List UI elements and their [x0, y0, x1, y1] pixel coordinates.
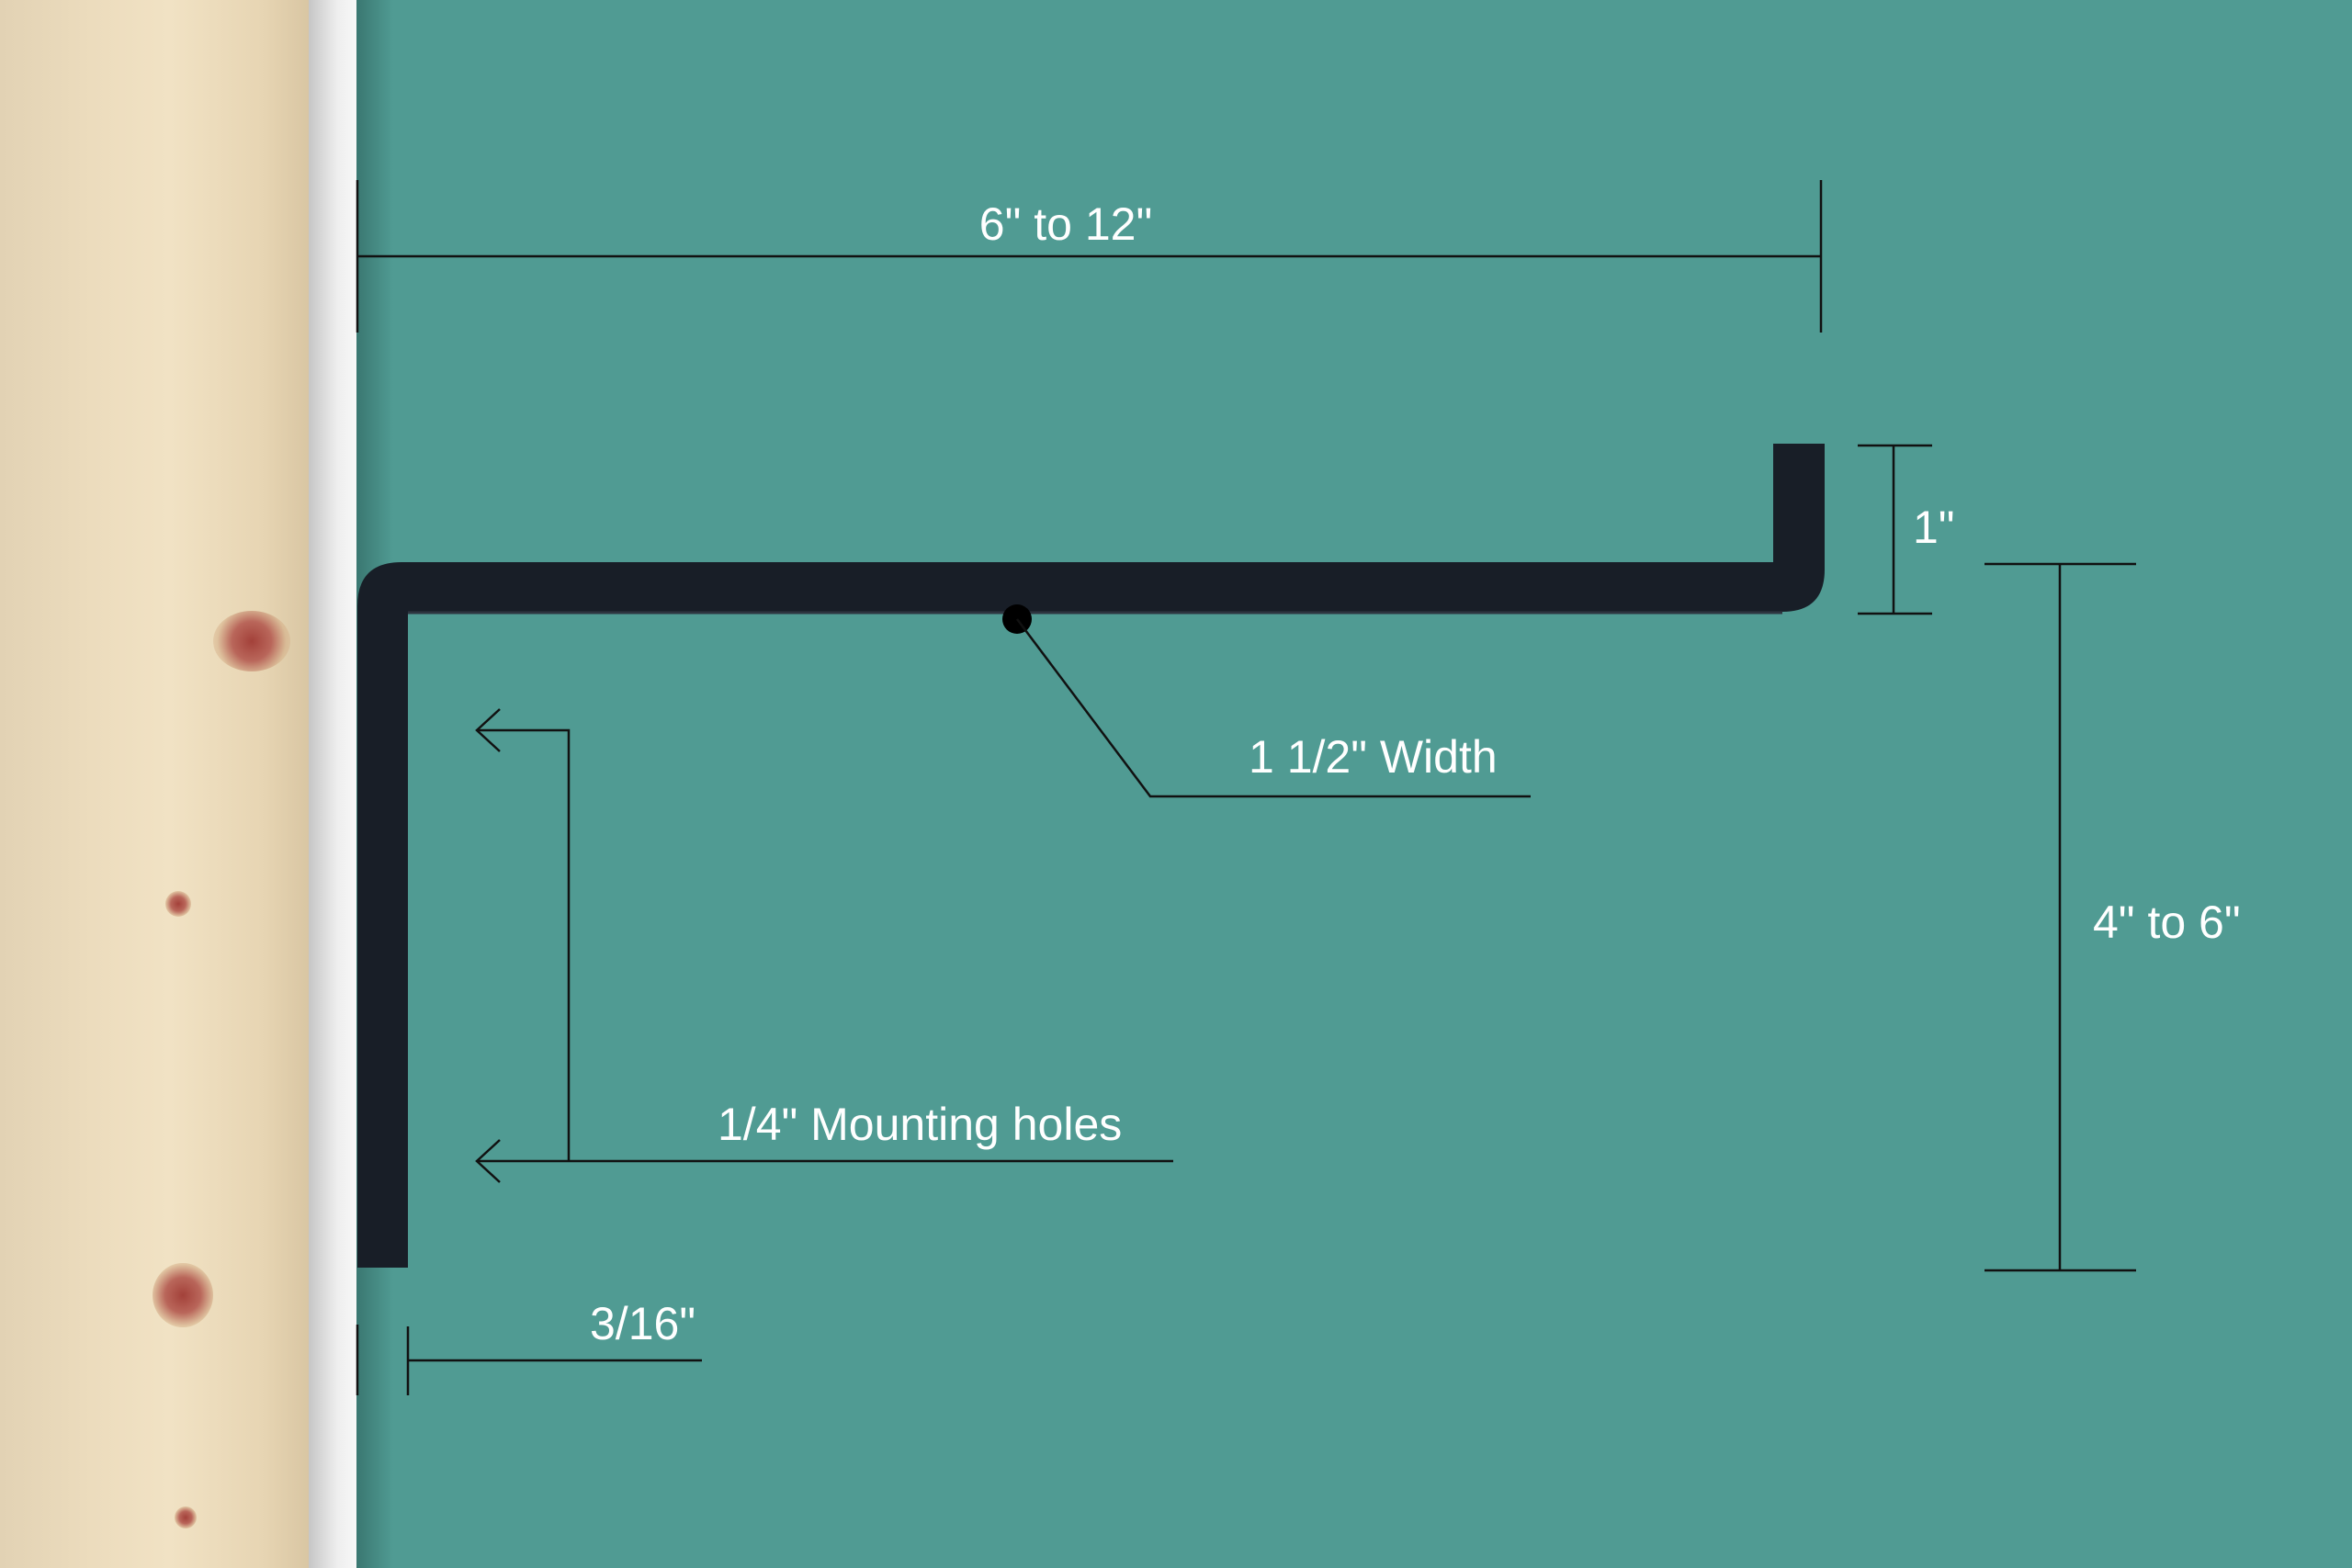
width-label: 1 1/2" Width	[1249, 731, 1498, 783]
thickness-dimension	[356, 1325, 702, 1395]
wood-knot	[165, 891, 191, 917]
lip-label: 1"	[1913, 502, 1955, 553]
shelf-bracket	[357, 444, 1825, 1268]
length-dimension	[356, 180, 1823, 333]
wood-knot	[153, 1263, 213, 1327]
arrowhead-icon	[475, 1139, 501, 1183]
lip-dimension	[1858, 444, 1932, 615]
wall-edge	[309, 0, 356, 1568]
mounting-holes-label: 1/4" Mounting holes	[718, 1099, 1122, 1150]
drop-dimension	[1984, 562, 2136, 1272]
mounting-holes-callout	[475, 708, 1173, 1183]
wood-knot	[175, 1506, 197, 1529]
wood-wall	[0, 0, 309, 1568]
width-leader-line	[1016, 618, 1531, 798]
length-label: 6" to 12"	[979, 198, 1152, 250]
wood-knot	[213, 611, 290, 671]
thickness-label: 3/16"	[590, 1298, 695, 1349]
drop-label: 4" to 6"	[2093, 897, 2241, 948]
arrowhead-icon	[475, 708, 501, 752]
